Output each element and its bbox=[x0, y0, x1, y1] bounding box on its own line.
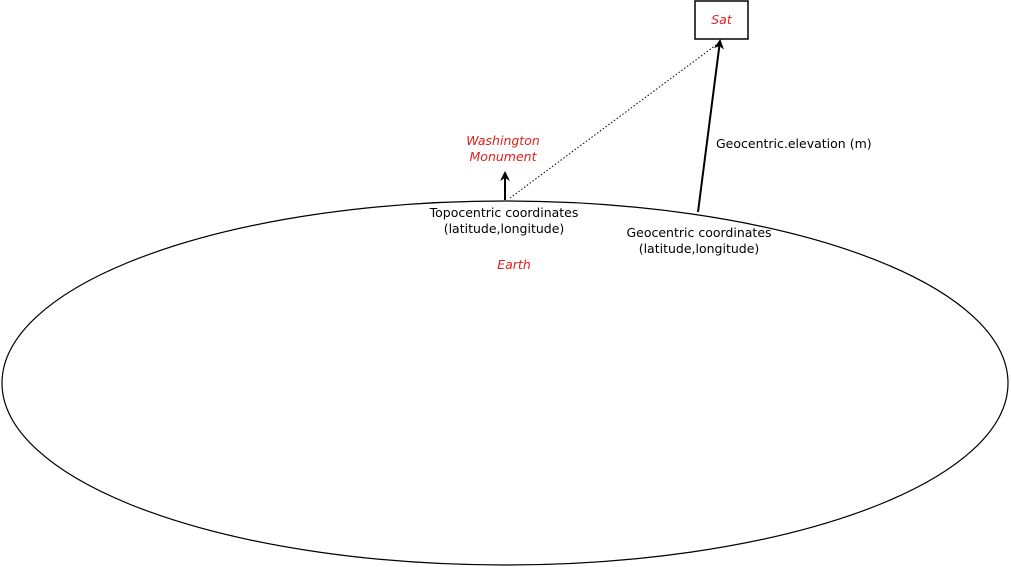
satellite-label: Sat bbox=[711, 12, 733, 27]
topocentric-label-line2: (latitude,longitude) bbox=[444, 221, 565, 236]
satellite-box bbox=[694, 0, 749, 40]
geocentric-elevation-label: Geocentric.elevation (m) bbox=[716, 136, 872, 151]
geocentric-label-line1: Geocentric coordinates bbox=[626, 225, 771, 240]
earth-ellipse bbox=[1, 200, 1009, 566]
geocentric-elevation-arrow bbox=[697, 39, 724, 213]
topocentric-label-line1: Topocentric coordinates bbox=[429, 205, 579, 220]
line-of-sight-dotted bbox=[509, 41, 721, 199]
monument-label-line2: Monument bbox=[470, 149, 538, 164]
earth-label: Earth bbox=[497, 257, 531, 272]
geocentric-label-line2: (latitude,longitude) bbox=[639, 241, 760, 256]
monument-label-line1: Washington bbox=[466, 133, 540, 148]
